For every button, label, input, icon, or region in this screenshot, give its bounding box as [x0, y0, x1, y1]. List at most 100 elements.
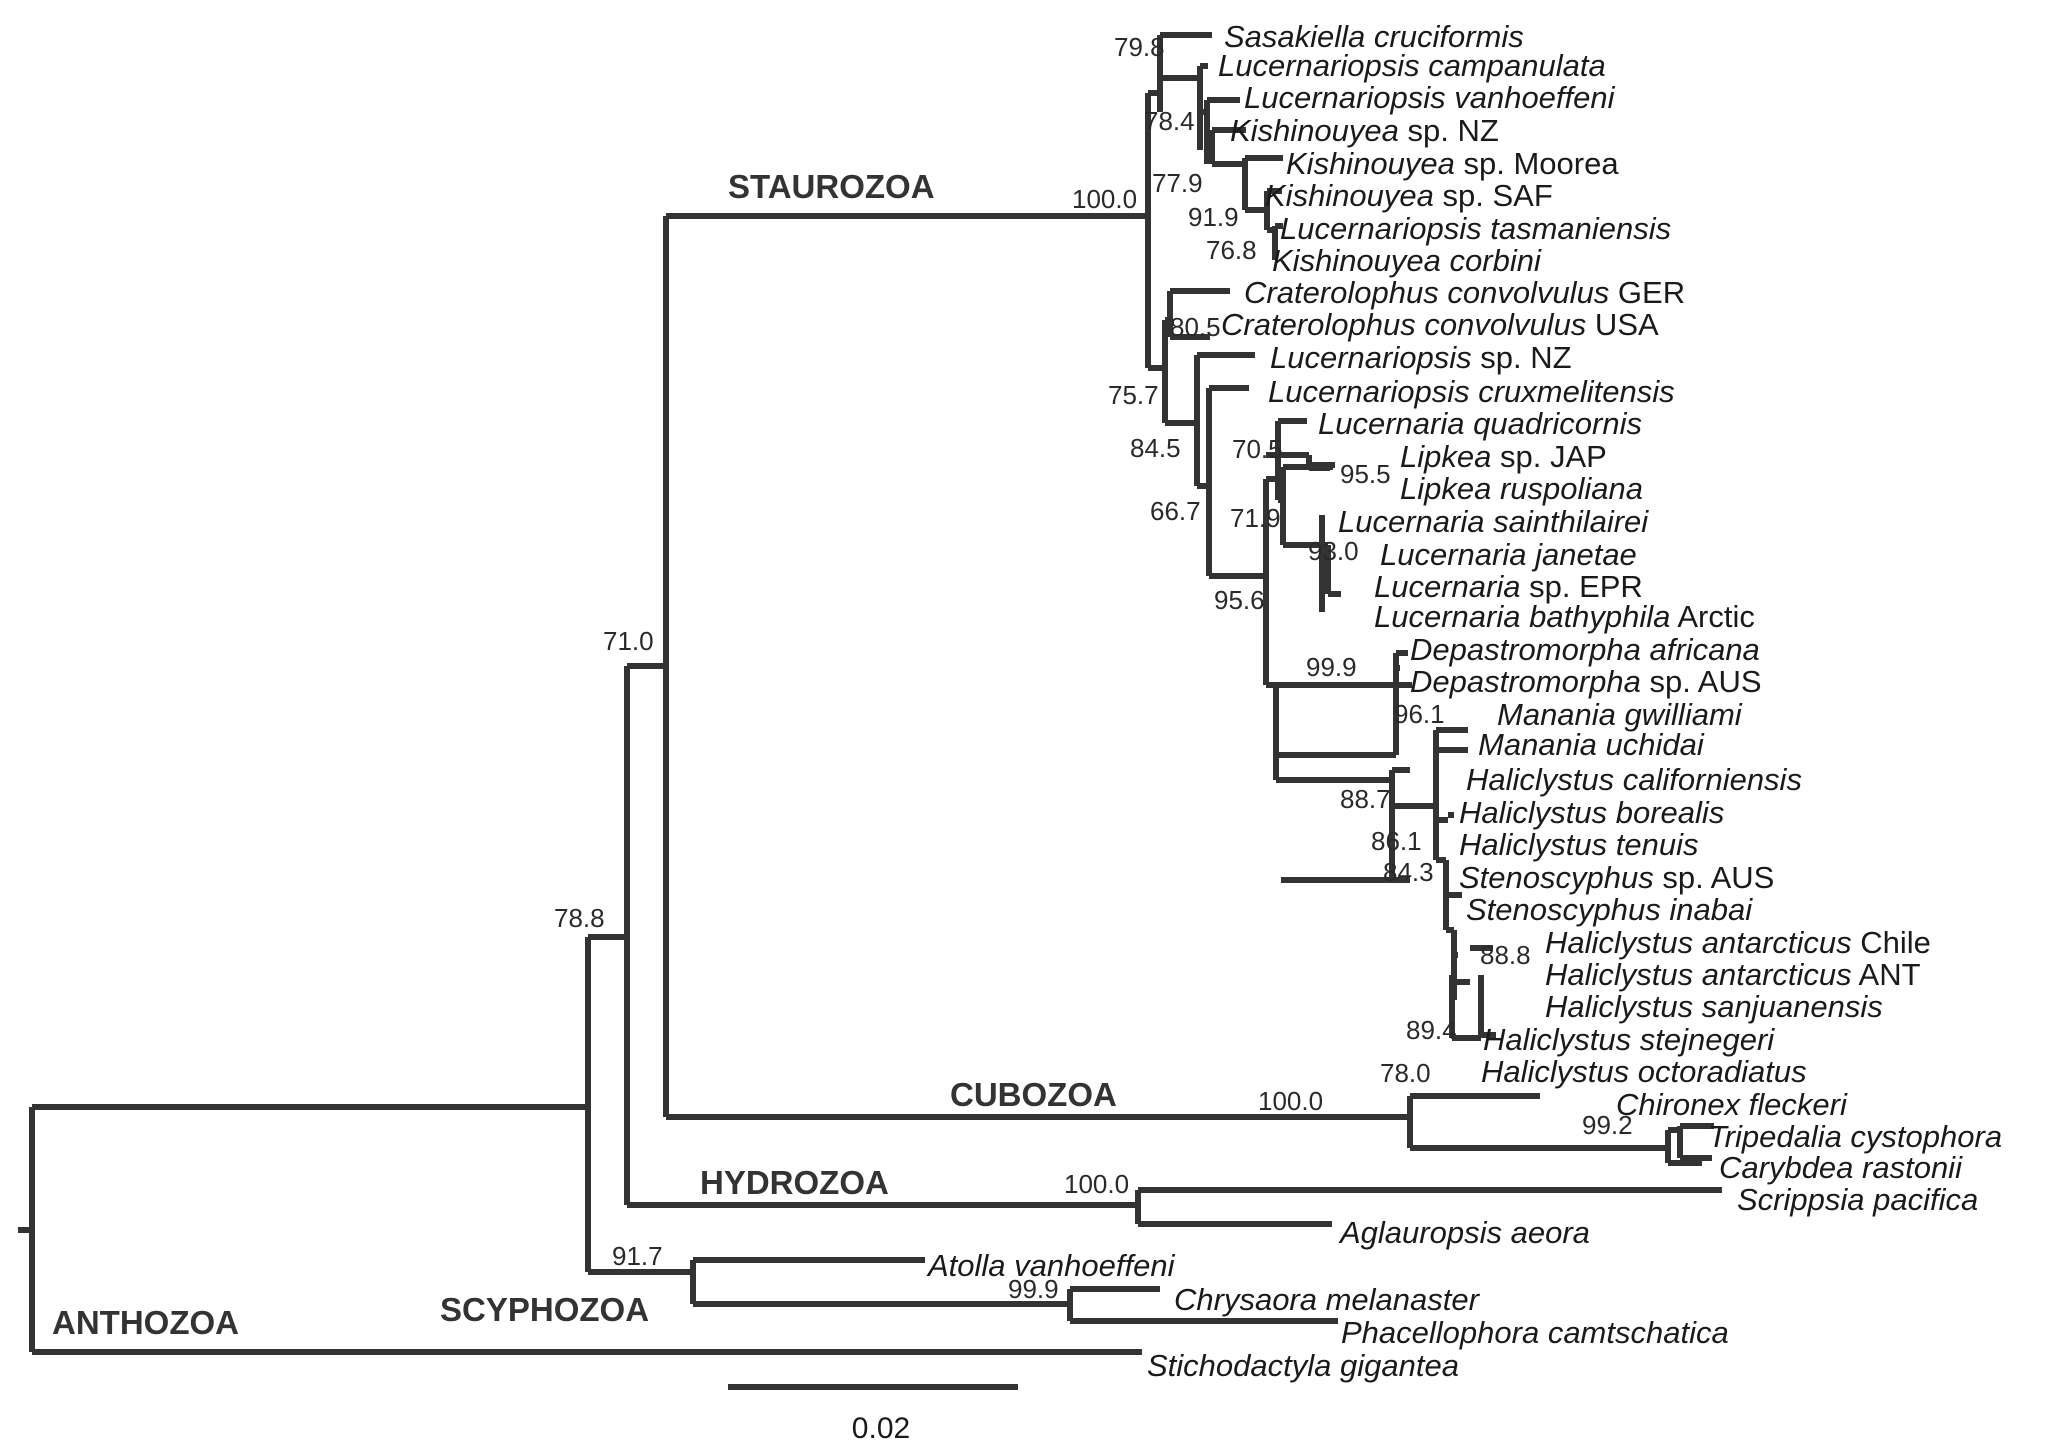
taxon-label: Lucernaria quadricornis — [1318, 406, 1642, 441]
support-value: 80.5 — [1170, 312, 1221, 342]
support-value: 99.9 — [1008, 1274, 1059, 1304]
support-value: 71.9 — [1230, 503, 1281, 533]
taxon-label: Chrysaora melanaster — [1174, 1282, 1481, 1317]
taxon-name: Lucernaria janetae — [1380, 537, 1637, 572]
taxon-label: Haliclystus tenuis — [1459, 827, 1698, 862]
taxon-label: Lucernariopsis campanulata — [1218, 48, 1606, 83]
support-value: 99.9 — [1306, 652, 1357, 682]
taxon-name: Craterolophus convolvulus — [1244, 275, 1609, 310]
taxon-label: Haliclystus borealis — [1459, 795, 1724, 830]
taxon-name: Kishinouyea — [1265, 178, 1434, 213]
support-value: 78.0 — [1380, 1058, 1431, 1088]
clade-label-anthozoa: ANTHOZOA — [52, 1304, 239, 1341]
support-value: 91.7 — [612, 1241, 663, 1271]
taxon-name: Haliclystus stejnegeri — [1483, 1022, 1775, 1057]
support-value: 84.3 — [1383, 857, 1434, 887]
taxon-label: Haliclystus stejnegeri — [1483, 1022, 1775, 1057]
taxon-label: Carybdea rastonii — [1719, 1150, 1963, 1185]
taxon-label: Depastromorpha sp. AUS — [1410, 664, 1762, 699]
taxon-note: sp. AUS — [1654, 860, 1775, 895]
taxon-name: Stenoscyphus inabai — [1466, 892, 1753, 927]
taxon-label: Lucernariopsis cruxmelitensis — [1268, 374, 1675, 409]
taxon-name: Depastromorpha — [1410, 664, 1641, 699]
support-value: 70.5 — [1232, 434, 1283, 464]
taxon-name: Haliclystus sanjuanensis — [1545, 989, 1883, 1024]
taxon-name: Scrippsia pacifica — [1737, 1182, 1978, 1217]
taxon-name: Haliclystus octoradiatus — [1481, 1054, 1807, 1089]
taxon-label: Haliclystus antarcticus Chile — [1545, 925, 1931, 960]
support-value: 100.0 — [1072, 184, 1137, 214]
support-value: 86.1 — [1371, 826, 1422, 856]
support-value: 88.7 — [1340, 784, 1391, 814]
support-value: 71.0 — [603, 626, 654, 656]
taxon-name: Lipkea — [1400, 439, 1491, 474]
support-value: 100.0 — [1064, 1169, 1129, 1199]
taxon-label: Depastromorpha africana — [1410, 632, 1760, 667]
taxon-label: Lucernariopsis tasmaniensis — [1280, 211, 1671, 246]
support-value: 89.4 — [1406, 1015, 1457, 1045]
taxon-label: Lucernaria bathyphila Arctic — [1374, 599, 1755, 634]
taxon-name: Manania uchidai — [1478, 727, 1705, 762]
taxon-label: Lucernaria janetae — [1380, 537, 1637, 572]
taxon-name: Stenoscyphus — [1459, 860, 1654, 895]
taxon-name: Lucernariopsis campanulata — [1218, 48, 1606, 83]
support-value: 96.1 — [1394, 699, 1445, 729]
taxon-label: Aglauropsis aeora — [1338, 1215, 1590, 1250]
taxon-name: Haliclystus antarcticus — [1545, 957, 1852, 992]
taxon-label: Sasakiella cruciformis — [1224, 19, 1524, 54]
taxon-note: GER — [1609, 275, 1685, 310]
taxon-label: Stenoscyphus inabai — [1466, 892, 1753, 927]
support-value: 95.6 — [1214, 585, 1265, 615]
taxon-name: Lucernariopsis cruxmelitensis — [1268, 374, 1675, 409]
support-value: 79.8 — [1114, 32, 1165, 62]
taxon-note: USA — [1586, 307, 1659, 342]
taxon-label: Kishinouyea sp. NZ — [1230, 113, 1499, 148]
taxon-name: Haliclystus borealis — [1459, 795, 1724, 830]
taxon-label: Lucernaria sp. EPR — [1374, 569, 1643, 604]
taxon-note: sp. JAP — [1491, 439, 1606, 474]
support-value: 66.7 — [1150, 496, 1201, 526]
taxon-name: Atolla vanhoeffeni — [926, 1248, 1176, 1283]
support-value: 75.7 — [1108, 380, 1159, 410]
taxon-label: Lipkea sp. JAP — [1400, 439, 1607, 474]
taxon-label: Manania gwilliami — [1497, 697, 1743, 732]
taxon-name: Haliclystus tenuis — [1459, 827, 1698, 862]
support-value: 77.9 — [1152, 168, 1203, 198]
taxon-name: Kishinouyea — [1286, 146, 1455, 181]
taxon-name: Lucernaria sainthilairei — [1338, 504, 1649, 539]
taxon-name: Craterolophus convolvulus — [1221, 307, 1586, 342]
taxon-name: Manania gwilliami — [1497, 697, 1743, 732]
taxon-label: Haliclystus octoradiatus — [1481, 1054, 1807, 1089]
taxon-label: Lucernariopsis sp. NZ — [1270, 340, 1572, 375]
taxon-name: Aglauropsis aeora — [1338, 1215, 1590, 1250]
support-value: 78.8 — [554, 903, 605, 933]
taxon-label: Stichodactyla gigantea — [1147, 1348, 1459, 1383]
support-value: 100.0 — [1258, 1086, 1323, 1116]
taxon-label: Haliclystus californiensis — [1466, 762, 1802, 797]
clade-label-hydrozoa: HYDROZOA — [700, 1164, 889, 1201]
tree-branches — [18, 32, 1722, 1355]
taxon-note: sp. EPR — [1520, 569, 1642, 604]
taxon-label: Lucernariopsis vanhoeffeni — [1244, 80, 1616, 115]
taxon-name: Lucernaria quadricornis — [1318, 406, 1642, 441]
taxon-label: Lucernaria sainthilairei — [1338, 504, 1649, 539]
taxon-name: Depastromorpha africana — [1410, 632, 1760, 667]
taxon-label: Phacellophora camtschatica — [1341, 1315, 1729, 1350]
taxon-name: Chrysaora melanaster — [1174, 1282, 1481, 1317]
taxon-name: Haliclystus antarcticus — [1545, 925, 1852, 960]
taxon-name: Haliclystus californiensis — [1466, 762, 1802, 797]
taxon-name: Kishinouyea — [1230, 113, 1399, 148]
clade-label-scyphozoa: SCYPHOZOA — [440, 1291, 649, 1328]
taxon-label: Kishinouyea corbini — [1272, 243, 1542, 278]
taxon-name: Tripedalia cystophora — [1708, 1119, 2002, 1154]
taxon-note: Arctic — [1670, 599, 1754, 634]
taxon-note: sp. NZ — [1472, 340, 1572, 375]
support-value: 93.0 — [1308, 536, 1359, 566]
taxon-note: Chile — [1852, 925, 1931, 960]
scale-bar: 0.02 — [728, 1384, 1018, 1445]
taxon-name: Lucernaria — [1374, 569, 1520, 604]
support-value: 99.2 — [1582, 1110, 1633, 1140]
taxon-note: sp. AUS — [1641, 664, 1762, 699]
support-values: 79.878.477.991.976.8100.080.575.784.566.… — [554, 32, 1633, 1304]
